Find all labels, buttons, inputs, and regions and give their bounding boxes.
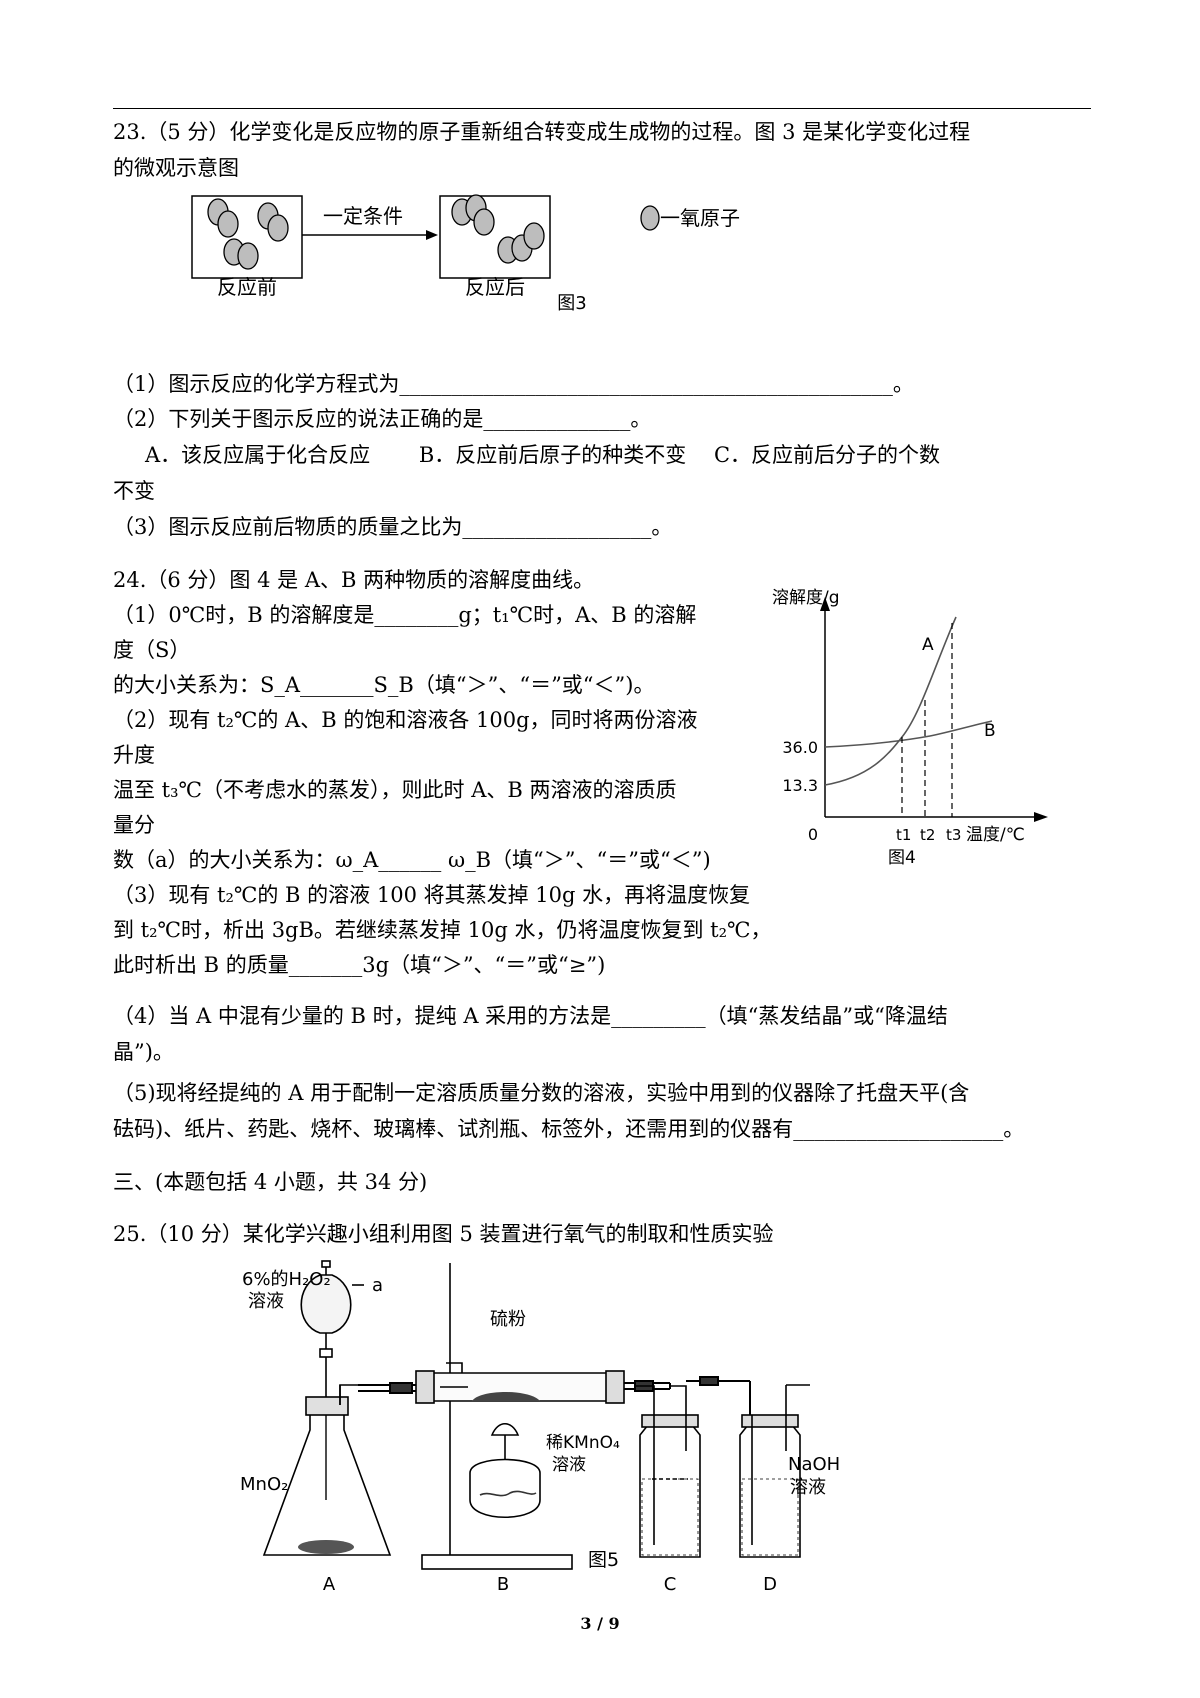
before-molecules — [207, 198, 289, 270]
header-rule — [113, 108, 1091, 109]
y-tick-13: 13.3 — [782, 776, 818, 795]
sulfur-powder — [472, 1392, 540, 1401]
after-label: 反应后 — [465, 275, 525, 299]
q23-stem-line2: 的微观示意图 — [113, 156, 239, 180]
after-molecules — [451, 194, 545, 264]
figure-4-caption: 图4 — [888, 848, 916, 868]
apparatus-b — [415, 1263, 625, 1570]
series-a-label: A — [922, 635, 934, 655]
funnel-label-a: a — [372, 1275, 383, 1296]
apparatus-a-label: A — [323, 1574, 336, 1595]
naoh-label-line2: 溶液 — [790, 1477, 826, 1498]
q23-part2-options-cont: 不变 — [113, 479, 155, 503]
q24-line3: 的大小关系为：S_A_______S_B（填“＞”、“＝”或“＜”)。 — [113, 673, 655, 697]
figure-5-caption: 图5 — [588, 1549, 620, 1571]
q24-line1: （1）0℃时，B 的溶解度是________g；t₁℃时，A、B 的溶解 — [113, 603, 697, 627]
before-label: 反应前 — [217, 275, 277, 299]
y-axis-label: 溶解度/g — [772, 588, 840, 608]
q24-stem: 24.（6 分）图 4 是 A、B 两种物质的溶解度曲线。 — [113, 568, 595, 592]
q24-line6: 温至 t₃℃（不考虑水的蒸发），则此时 A、B 两溶液的溶质质 — [113, 778, 677, 802]
sulfur-label: 硫粉 — [490, 1309, 526, 1330]
q23-stem-line1: 23.（5 分）化学变化是反应物的原子重新组合转变成生成物的过程。图 3 是某化… — [113, 120, 971, 144]
after-box — [439, 195, 551, 279]
q24-line15: 砝码)、纸片、药匙、烧杯、玻璃棒、试剂瓶、标签外，还需用到的仪器有_______… — [113, 1117, 1025, 1141]
x-axis-label: 温度/℃ — [966, 825, 1025, 845]
section-3-heading: 三、(本题包括 4 小题，共 34 分) — [113, 1170, 428, 1194]
curve-a — [824, 616, 957, 786]
q24-line8: 数（a）的大小关系为：ω_A______ ω_B（填“＞”、“＝”或“＜”) — [113, 848, 711, 872]
before-box — [191, 195, 303, 279]
kmno4-label-line1: 稀KMnO₄ — [546, 1433, 620, 1453]
y-tick-36: 36.0 — [782, 738, 818, 757]
q24-line2: 度（S） — [113, 638, 191, 662]
x-tick-t3: t3 — [946, 826, 961, 844]
q23-part3: （3）图示反应前后物质的质量之比为__________________。 — [113, 515, 673, 539]
q24-line14: （5)现将经提纯的 A 用于配制一定溶质质量分数的溶液，实验中用到的仪器除了托盘… — [113, 1081, 970, 1105]
reaction-condition-label: 一定条件 — [323, 204, 403, 228]
q24-line12: （4）当 A 中混有少量的 B 时，提纯 A 采用的方法是_________（填… — [113, 1004, 948, 1028]
x-tick-t1: t1 — [896, 826, 911, 844]
oxygen-atom-legend-icon — [640, 205, 660, 231]
apparatus-c-label: C — [664, 1574, 677, 1595]
figure-4-solubility-chart: 溶解度/g 36.0 13.3 0 t1 t2 t3 温度/℃ A B 图4 — [772, 588, 1048, 868]
kmno4-label-line2: 溶液 — [552, 1455, 586, 1475]
q24-line4: （2）现有 t₂℃的 A、B 的饱和溶液各 100g，同时将两份溶液 — [113, 708, 698, 732]
q24-line7: 量分 — [113, 813, 155, 837]
q24-line5: 升度 — [113, 743, 155, 767]
x-origin-label: 0 — [808, 825, 818, 844]
h2o2-label-line1: 6%的H₂O₂ — [242, 1269, 331, 1290]
q23-part2: （2）下列关于图示反应的说法正确的是______________。 — [113, 407, 652, 431]
curve-b — [824, 720, 993, 748]
q24-line13: 晶”)。 — [113, 1040, 174, 1064]
apparatus-d — [739, 1384, 810, 1558]
series-b-label: B — [984, 721, 996, 741]
figure-3-caption: 图3 — [557, 293, 586, 314]
apparatus-a — [262, 1260, 392, 1556]
q24-line9: （3）现有 t₂℃的 B 的溶液 100 将其蒸发掉 10g 水，再将温度恢复 — [113, 883, 751, 907]
legend-label: 一氧原子 — [660, 206, 740, 230]
q25-stem: 25.（10 分）某化学兴趣小组利用图 5 装置进行氧气的制取和性质实验 — [113, 1222, 774, 1246]
x-tick-t2: t2 — [920, 826, 935, 844]
h2o2-label-line2: 溶液 — [248, 1291, 284, 1312]
mno2-powder — [298, 1540, 354, 1554]
figure-5-apparatus: 6%的H₂O₂ 溶液 a 硫粉 MnO₂ 稀KMnO₄ 溶液 NaOH 溶液 A… — [240, 1260, 840, 1595]
apparatus-d-label: D — [763, 1574, 777, 1595]
q24-line10: 到 t₂℃时，析出 3gB。若继续蒸发掉 10g 水，仍将温度恢复到 t₂℃， — [113, 918, 772, 942]
mno2-label: MnO₂ — [240, 1474, 288, 1495]
q23-part1: （1）图示反应的化学方程式为__________________________… — [113, 372, 914, 396]
figure-3-reaction-diagram: 一定条件 一氧原子 反应前 反应后 图3 — [191, 194, 740, 314]
page-number: 3 / 9 — [580, 1614, 620, 1633]
apparatus-b-label: B — [497, 1574, 509, 1595]
naoh-label-line1: NaOH — [788, 1454, 840, 1475]
q24-line11: 此时析出 B 的质量_______3g（填“＞”、“＝”或“≥”) — [113, 953, 606, 977]
apparatus-c — [634, 1385, 701, 1558]
q23-part2-options: A．该反应属于化合反应 B．反应前后原子的种类不变 C．反应前后分子的个数 — [145, 443, 941, 467]
